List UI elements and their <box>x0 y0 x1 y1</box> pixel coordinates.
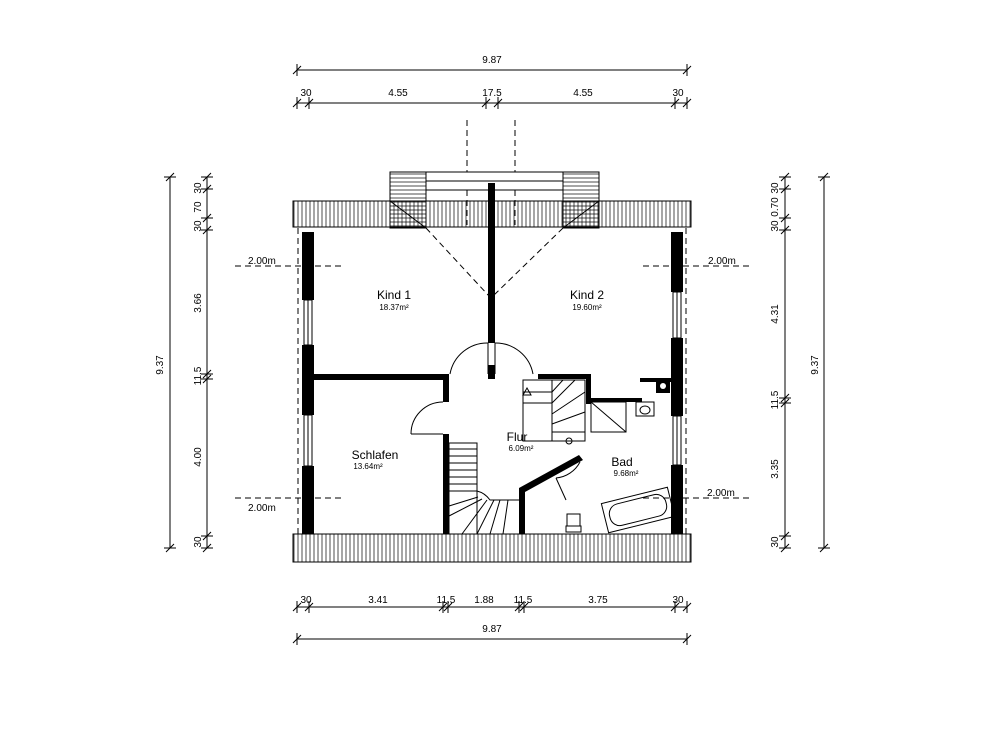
left-part-3: 30 <box>193 220 204 232</box>
bottom-part-1: 30 <box>300 595 312 606</box>
room-name-kind2: Kind 2 <box>570 288 604 302</box>
bottom-part-6: 3.75 <box>588 595 608 606</box>
bottom-total-label: 9.87 <box>482 624 502 635</box>
bottom-part-7: 30 <box>672 595 684 606</box>
top-part-1: 30 <box>300 88 312 99</box>
right-part-7: 30 <box>770 536 781 548</box>
room-area-schlafen: 13.64m² <box>353 462 383 471</box>
left-dimension-parts: 30 70 30 3.66 11.5 4.00 30 <box>193 172 213 553</box>
height-marks: 2.00m 2.00m 2.00m 2.00m <box>235 256 750 514</box>
left-part-4: 3.66 <box>193 293 204 313</box>
right-part-4: 4.31 <box>770 304 781 324</box>
left-part-5: 11.5 <box>193 366 204 385</box>
height-mark-upper-right: 2.00m <box>708 256 736 267</box>
bottom-dimension-parts: 30 3.41 11.5 1.88 11.5 3.75 30 <box>292 595 692 613</box>
staircase <box>448 379 586 535</box>
room-area-kind1: 18.37m² <box>379 303 409 312</box>
left-total-label: 9.37 <box>155 355 166 375</box>
bottom-part-5: 11.5 <box>514 595 533 606</box>
knee-wall-lines <box>297 227 687 535</box>
top-part-3: 17.5 <box>482 88 502 99</box>
bathroom-fixtures <box>565 380 676 534</box>
top-dimension-parts: 30 4.55 17.5 4.55 30 <box>292 88 692 109</box>
right-part-5: 11.5 <box>770 390 781 409</box>
left-part-1: 30 <box>193 182 204 194</box>
room-name-flur: Flur <box>507 430 528 444</box>
right-dimension-parts: 30 0.70 30 4.31 11.5 3.35 30 <box>770 172 791 553</box>
height-mark-upper-left: 2.00m <box>248 256 276 267</box>
right-total-label: 9.37 <box>810 355 821 375</box>
walls <box>302 183 683 534</box>
top-part-2: 4.55 <box>388 88 408 99</box>
bottom-part-4: 1.88 <box>474 595 494 606</box>
right-part-2: 0.70 <box>770 197 781 217</box>
doors <box>410 342 581 501</box>
left-part-6: 4.00 <box>193 447 204 467</box>
top-dimension-total: 9.87 <box>292 55 692 76</box>
room-name-schlafen: Schlafen <box>352 448 399 462</box>
bottom-dimension-total: 9.87 <box>292 624 692 645</box>
top-part-5: 30 <box>672 88 684 99</box>
top-total-label: 9.87 <box>482 55 502 66</box>
room-name-bad: Bad <box>611 455 632 469</box>
top-part-4: 4.55 <box>573 88 593 99</box>
room-area-flur: 6.09m² <box>509 444 534 453</box>
room-labels: Kind 1 18.37m² Kind 2 19.60m² Schlafen 1… <box>352 288 639 478</box>
room-area-kind2: 19.60m² <box>572 303 602 312</box>
right-dimension-total: 9.37 <box>810 172 830 553</box>
room-name-kind1: Kind 1 <box>377 288 411 302</box>
right-part-1: 30 <box>770 182 781 194</box>
bottom-part-2: 3.41 <box>368 595 388 606</box>
left-part-2: 70 <box>193 201 204 213</box>
height-mark-lower-left: 2.00m <box>248 503 276 514</box>
room-area-bad: 9.68m² <box>614 469 639 478</box>
left-part-7: 30 <box>193 536 204 548</box>
bottom-part-3: 11.5 <box>437 595 456 606</box>
height-mark-lower-right: 2.00m <box>707 488 735 499</box>
roof-eaves <box>292 171 692 563</box>
left-dimension-total: 9.37 <box>155 172 176 553</box>
right-part-6: 3.35 <box>770 459 781 479</box>
right-part-3: 30 <box>770 220 781 232</box>
